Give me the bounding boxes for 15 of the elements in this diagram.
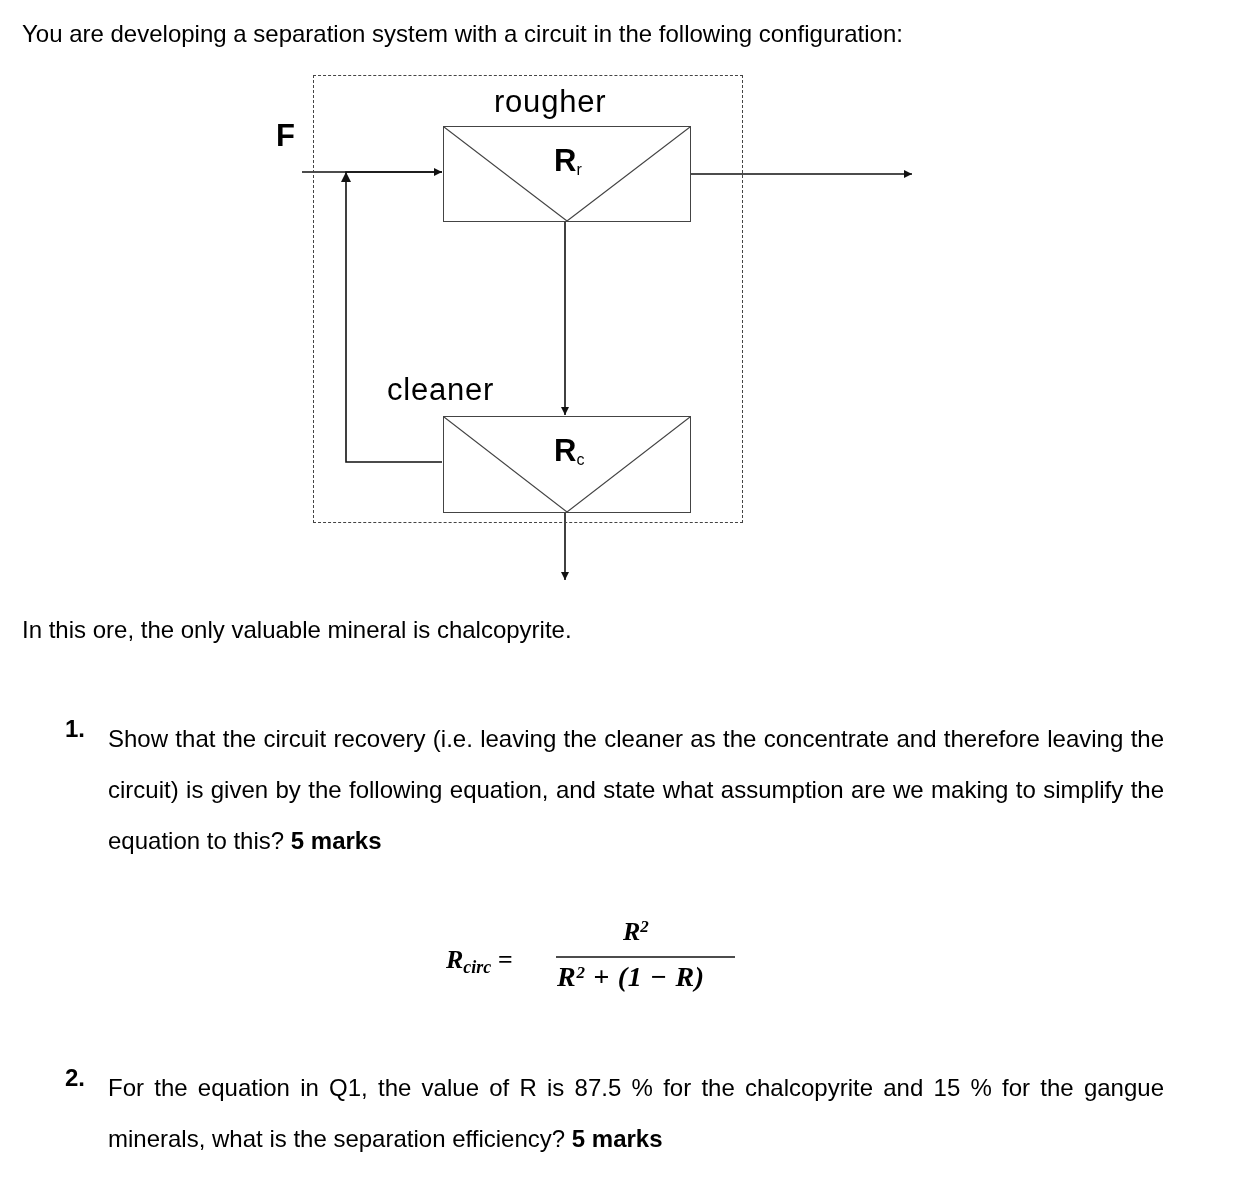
question-number: 2. <box>65 1066 85 1090</box>
intro-text: You are developing a separation system with a circuit in the following configuration: <box>22 22 903 46</box>
cell-heading: rougher <box>494 86 607 117</box>
recovery-symbol: R$_{r}$ <box>554 145 582 176</box>
question-number: 1. <box>65 717 85 741</box>
equation-numerator: R$^{2}$ <box>623 919 649 945</box>
circuit-boundary <box>313 75 743 523</box>
ore-note: In this ore, the only valuable mineral is chalcopyrite. <box>22 618 572 642</box>
feed-label: F <box>276 120 295 151</box>
equation-lhs: R$_{circ}$ = <box>446 947 513 973</box>
recovery-symbol: R$_{c}$ <box>554 435 585 466</box>
cell-heading: cleaner <box>387 374 495 405</box>
question-text: For the equation in Q1, the value of R is 87.5 % for the chalcopyrite and 15 % for the gangue minerals, what is the separation efficiency? 5 marks <box>108 1073 1164 1154</box>
question-text: Show that the circuit recovery (i.e. leaving the cleaner as the concentrate and therefore leaving the circuit) is given by the following equation, and state what assumption are we making to simplify the equation to this? 5 marks <box>108 724 1164 856</box>
equation-denominator: R$^{2}$ + (1 − R) <box>557 963 705 991</box>
